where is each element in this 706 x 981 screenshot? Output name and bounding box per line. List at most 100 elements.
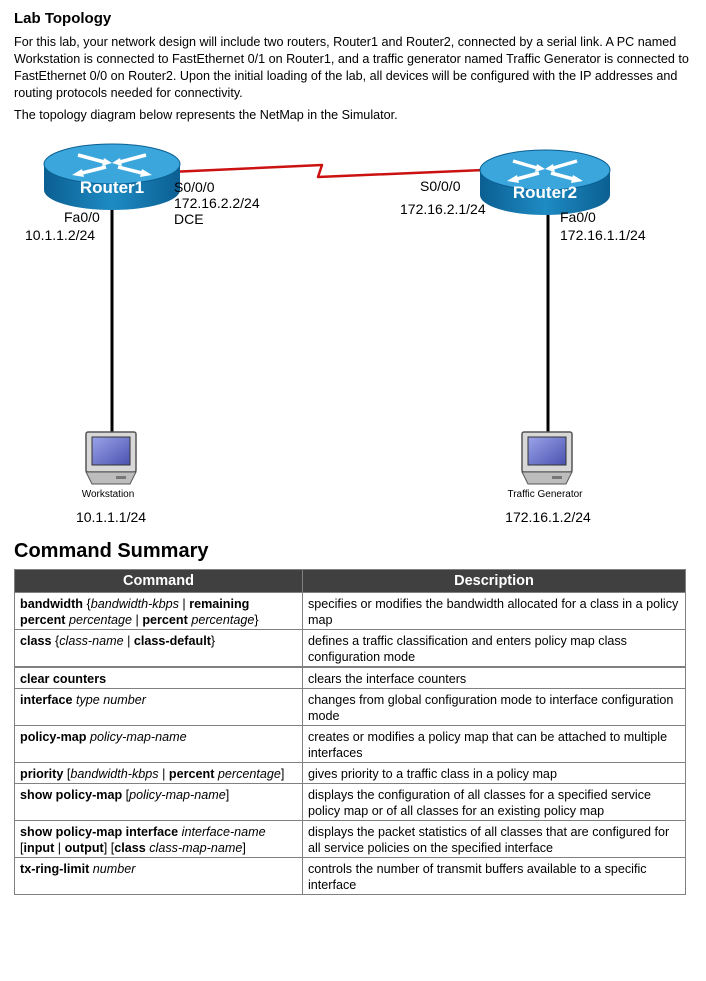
router2-label: Router2 (513, 183, 577, 202)
router2-icon[interactable]: Router2 (479, 149, 611, 215)
command-syntax: ] (280, 767, 285, 781)
router2-fa-ip: 172.16.1.1/24 (560, 227, 646, 243)
table-row: show policy-map interface interface-name… (14, 820, 686, 858)
command-argument: percentage (217, 767, 281, 781)
command-argument: bandwidth-kbps (90, 597, 179, 611)
command-keyword: class-default (133, 634, 211, 648)
command-keyword: show policy-map interface (20, 825, 179, 839)
command-argument: policy-map-name (89, 730, 187, 744)
command-summary-table: Command Description bandwidth {bandwidth… (14, 569, 686, 895)
command-syntax: | (132, 613, 143, 627)
description-cell: gives priority to a traffic class in a p… (302, 762, 686, 784)
router1-fa-if: Fa0/0 (64, 209, 100, 225)
command-keyword: bandwidth (20, 597, 83, 611)
description-cell: creates or modifies a policy map that ca… (302, 725, 686, 763)
description-column-header: Description (302, 569, 686, 593)
command-syntax: ] (225, 788, 230, 802)
router1-icon[interactable]: Router1 (43, 143, 181, 210)
table-row: show policy-map [policy-map-name]display… (14, 783, 686, 821)
command-argument: number (92, 862, 136, 876)
command-syntax: [ (20, 841, 24, 855)
router1-serial-role: DCE (174, 211, 204, 227)
workstation-label: Workstation (82, 489, 135, 500)
command-cell: policy-map policy-map-name (14, 725, 303, 763)
workstation-icon[interactable] (85, 431, 137, 485)
workstation-ip: 10.1.1.1/24 (76, 509, 146, 525)
command-keyword: percent (142, 613, 188, 627)
traffic-generator-ip: 172.16.1.2/24 (505, 509, 591, 525)
command-keyword: policy-map (20, 730, 87, 744)
command-keyword: show policy-map (20, 788, 123, 802)
router1-serial-ip: 172.16.2.2/24 (174, 195, 260, 211)
command-keyword: class (114, 841, 146, 855)
topology-diagram: Router1 Router2 S0/0/0 172.16.2.2/24 DCE… (25, 143, 646, 525)
description-cell: displays the configuration of all classe… (302, 783, 686, 821)
command-cell: show policy-map [policy-map-name] (14, 783, 303, 821)
command-cell: bandwidth {bandwidth-kbps | remaining pe… (14, 592, 303, 630)
command-argument: policy-map-name (129, 788, 226, 802)
router2-serial-if: S0/0/0 (420, 178, 461, 194)
traffic-generator-icon[interactable] (521, 431, 573, 485)
command-syntax: | (178, 597, 190, 611)
description-cell: displays the packet statistics of all cl… (302, 820, 686, 858)
command-syntax: } (210, 634, 216, 648)
command-argument: percentage (69, 613, 133, 627)
command-syntax: } (254, 613, 259, 627)
command-keyword: tx-ring-limit (20, 862, 90, 876)
command-keyword: percent (168, 767, 215, 781)
command-keyword: priority (20, 767, 64, 781)
page-heading: Lab Topology (14, 10, 112, 27)
command-syntax: | (123, 634, 134, 648)
command-keyword: class (20, 634, 52, 648)
table-row: clear counters clears the interface count… (14, 666, 686, 689)
router1-serial-if: S0/0/0 (174, 179, 215, 195)
command-cell: interface type number (14, 688, 303, 726)
command-column-header: Command (14, 569, 303, 593)
command-argument: bandwidth-kbps (70, 767, 159, 781)
description-cell: defines a traffic classification and ent… (302, 629, 686, 668)
intro-paragraph: For this lab, your network design will i… (14, 35, 689, 100)
command-syntax: { (51, 634, 60, 648)
description-cell: changes from global configuration mode t… (302, 688, 686, 726)
description-cell: specifies or modifies the bandwidth allo… (302, 592, 686, 630)
command-argument: interface-name (181, 825, 266, 839)
router1-fa-ip: 10.1.1.2/24 (25, 227, 95, 243)
table-header-row: Command Description (14, 569, 686, 593)
router2-serial-ip: 172.16.2.1/24 (400, 201, 486, 217)
command-keyword: clear counters (20, 672, 107, 686)
table-row: bandwidth {bandwidth-kbps | remaining pe… (14, 592, 686, 630)
table-row: priority [bandwidth-kbps | percent perce… (14, 762, 686, 784)
command-argument: percentage (191, 613, 255, 627)
router1-label: Router1 (80, 178, 144, 197)
command-syntax: [ (63, 767, 71, 781)
command-syntax: { (82, 597, 91, 611)
command-keyword: interface (20, 693, 73, 707)
command-argument: class-map-name (149, 841, 243, 855)
command-syntax: ] [ (103, 841, 115, 855)
command-cell: tx-ring-limit number (14, 857, 303, 895)
command-syntax: | (158, 767, 169, 781)
command-syntax: | (54, 841, 65, 855)
command-cell: show policy-map interface interface-name… (14, 820, 303, 858)
command-keyword: input (23, 841, 55, 855)
description-cell: clears the interface counters (302, 666, 686, 689)
command-keyword: remaining (189, 597, 250, 611)
command-cell: priority [bandwidth-kbps | percent perce… (14, 762, 303, 784)
description-cell: controls the number of transmit buffers … (302, 857, 686, 895)
command-keyword: output (64, 841, 104, 855)
command-summary-heading: Command Summary (14, 540, 209, 562)
table-body: bandwidth {bandwidth-kbps | remaining pe… (14, 592, 686, 895)
router2-fa-if: Fa0/0 (560, 209, 596, 225)
command-syntax: [ (122, 788, 130, 802)
command-cell: clear counters (14, 666, 303, 689)
command-syntax: ] (242, 841, 246, 855)
command-argument: class-name (59, 634, 124, 648)
serial-link (169, 163, 485, 179)
command-cell: class {class-name | class-default} (14, 629, 303, 668)
command-argument: type number (76, 693, 147, 707)
traffic-generator-label: Traffic Generator (507, 489, 583, 500)
table-row: class {class-name | class-default}define… (14, 629, 686, 668)
